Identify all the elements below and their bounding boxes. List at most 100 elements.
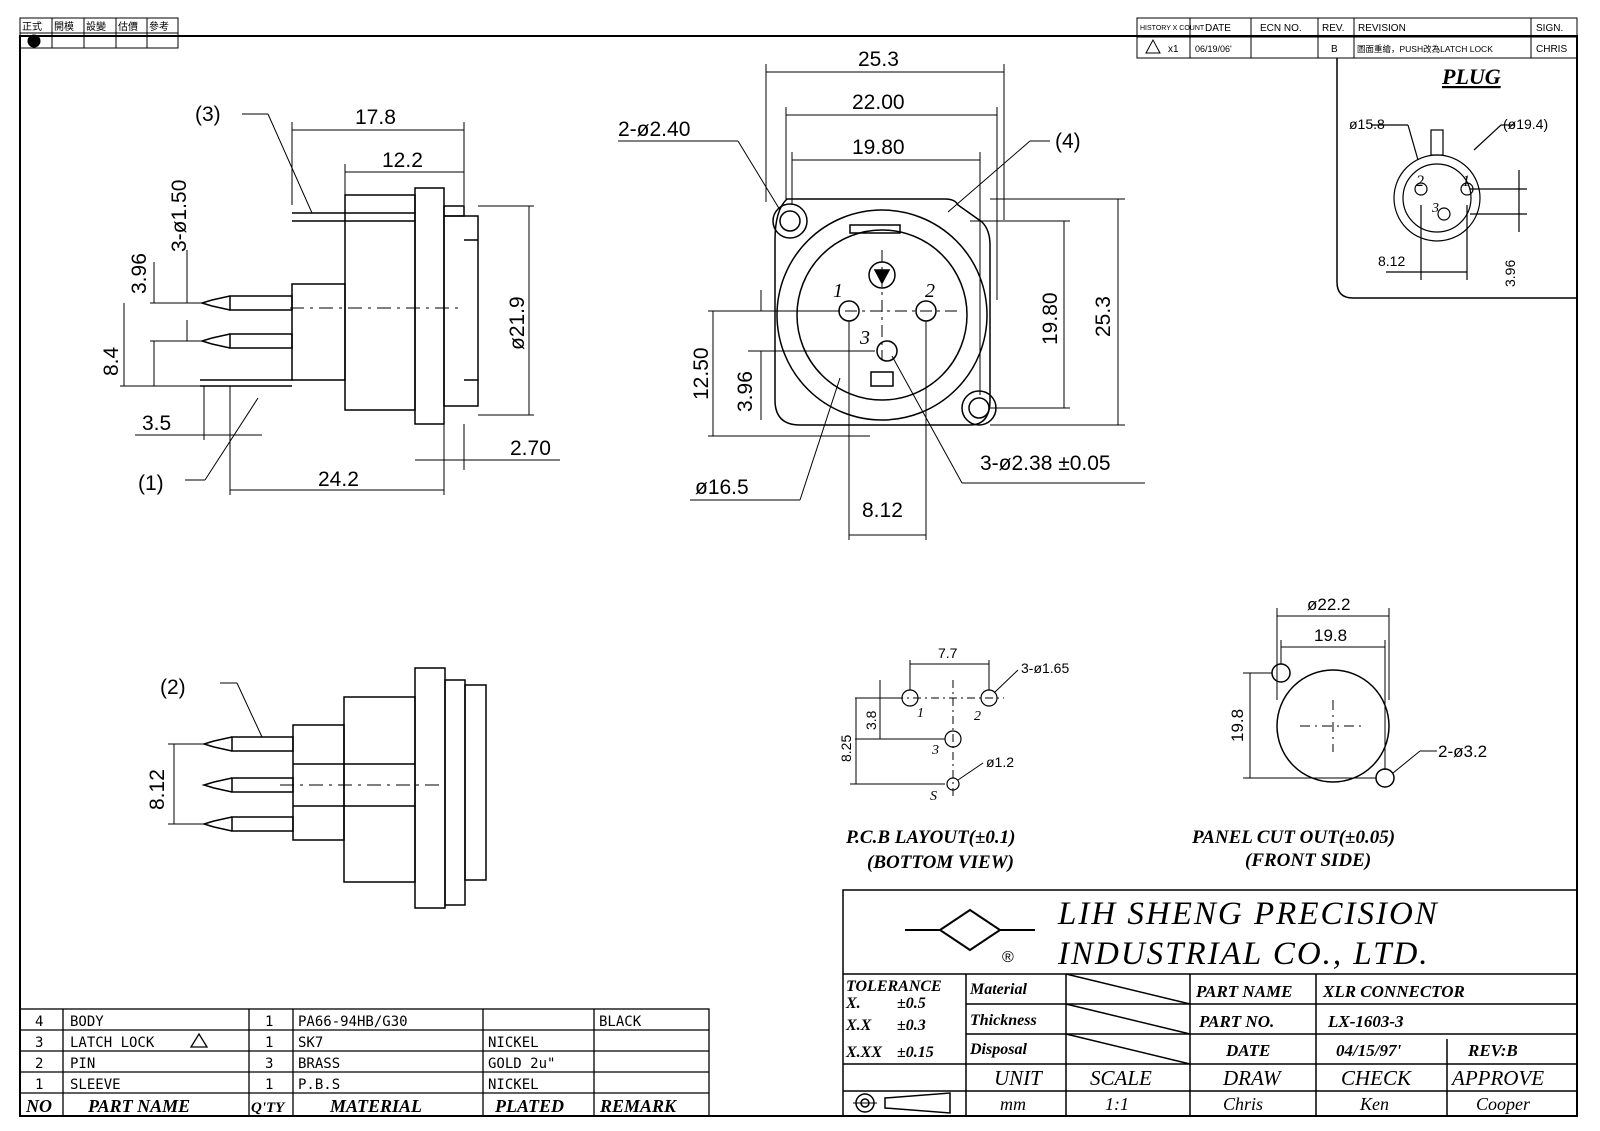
plug-pin-1: 1 bbox=[1462, 173, 1470, 190]
pcb-dim-8-25: 8.25 bbox=[838, 735, 854, 762]
bom-row-3-name: PIN bbox=[70, 1056, 95, 1072]
dim-front-22-00: 22.00 bbox=[852, 91, 905, 114]
tolerance-label: TOLERANCE bbox=[846, 978, 942, 995]
plug-dim-offset: 3.96 bbox=[1502, 260, 1518, 287]
history-header-ecn: ECN NO. bbox=[1260, 23, 1302, 34]
pcb-pin-2: 2 bbox=[974, 709, 981, 724]
bom-row-1-qty: 1 bbox=[265, 1014, 273, 1030]
callout-2: (2) bbox=[160, 676, 186, 699]
bom-row-1-no: 4 bbox=[35, 1014, 43, 1030]
bom-row-2-no: 3 bbox=[35, 1035, 43, 1051]
history-count: x1 bbox=[1168, 44, 1179, 55]
pcb-title: P.C.B LAYOUT(±0.1) bbox=[845, 827, 1015, 848]
dim-front-19-80-side: 19.80 bbox=[1039, 292, 1062, 345]
dim-2-70: 2.70 bbox=[510, 437, 551, 460]
history-header-revision: REVISION bbox=[1358, 23, 1406, 34]
sheet-border bbox=[19, 35, 1578, 1117]
dim-17-8: 17.8 bbox=[355, 106, 396, 129]
plug-pin-2: 2 bbox=[1416, 173, 1424, 190]
plug-title: PLUG bbox=[1441, 64, 1501, 89]
plug-dim-inner: ø15.8 bbox=[1349, 116, 1385, 132]
dim-24-2: 24.2 bbox=[318, 468, 359, 491]
disposal-label: Disposal bbox=[969, 1041, 1027, 1058]
tol-x-val: ±0.5 bbox=[897, 995, 926, 1012]
tol-xxx-val: ±0.15 bbox=[897, 1044, 934, 1061]
history-header-date: DATE bbox=[1205, 23, 1231, 34]
tol-x-key: X. bbox=[845, 995, 861, 1012]
front-pin-2: 2 bbox=[925, 280, 935, 302]
pcb-pin-s: S bbox=[930, 789, 937, 804]
callout-4: (4) bbox=[1055, 130, 1081, 153]
bom-header-qty: Q'TY bbox=[251, 1100, 286, 1116]
bom-row-3-qty: 3 bbox=[265, 1056, 273, 1072]
dim-front-8-12: 8.12 bbox=[862, 499, 903, 522]
pcb-subtitle: (BOTTOM VIEW) bbox=[867, 852, 1014, 873]
bom-header-material: MATERIAL bbox=[329, 1096, 422, 1116]
title-block bbox=[842, 889, 1578, 1117]
panel-dim-19-8: 19.8 bbox=[1314, 626, 1347, 645]
draw-label: DRAW bbox=[1222, 1066, 1283, 1090]
stamp-col-1: 正式 bbox=[22, 20, 42, 33]
front-pin-1: 1 bbox=[833, 280, 843, 302]
bom-row-4-name: SLEEVE bbox=[70, 1077, 121, 1093]
dim-front-19-80: 19.80 bbox=[852, 136, 905, 159]
draw-value: Chris bbox=[1223, 1094, 1263, 1114]
part-no-value: LX-1603-3 bbox=[1327, 1012, 1404, 1031]
bom-row-2-material: SK7 bbox=[298, 1035, 323, 1051]
bottom-view bbox=[168, 667, 487, 909]
company-name-line2: INDUSTRIAL CO., LTD. bbox=[1057, 936, 1430, 972]
plug-view bbox=[1371, 124, 1527, 280]
dim-8-4: 8.4 bbox=[100, 346, 123, 376]
history-table bbox=[1136, 17, 1578, 59]
plug-pin-3: 3 bbox=[1431, 201, 1439, 216]
part-name-value: XLR CONNECTOR bbox=[1322, 982, 1465, 1001]
plug-dim-outer: (ø19.4) bbox=[1503, 116, 1548, 132]
bom-table bbox=[19, 1008, 710, 1117]
panel-title: PANEL CUT OUT(±0.05) bbox=[1191, 827, 1395, 848]
dim-front-holes: 2-ø2.40 bbox=[618, 118, 690, 141]
bom-row-2-qty: 1 bbox=[265, 1035, 273, 1051]
history-header-sign: SIGN. bbox=[1536, 23, 1563, 34]
dim-front-pin-holes: 3-ø2.38 ±0.05 bbox=[980, 452, 1111, 475]
approve-value: Cooper bbox=[1476, 1094, 1531, 1114]
pcb-dim-3-8: 3.8 bbox=[863, 710, 879, 730]
material-label: Material bbox=[969, 981, 1027, 998]
part-no-label: PART NO. bbox=[1198, 1012, 1274, 1031]
history-date: 06/19/06' bbox=[1195, 44, 1232, 54]
panel-dim-holes: 2-ø3.2 bbox=[1438, 742, 1487, 761]
date-value: 04/15/97' bbox=[1336, 1041, 1401, 1060]
company-logo bbox=[938, 908, 1002, 952]
pcb-layout bbox=[850, 660, 1019, 800]
panel-dim-22-2: ø22.2 bbox=[1307, 595, 1350, 614]
thickness-label: Thickness bbox=[970, 1012, 1037, 1029]
history-sign: CHRIS bbox=[1536, 44, 1567, 55]
panel-cutout bbox=[1243, 608, 1437, 788]
callout-3: (3) bbox=[195, 103, 221, 126]
bom-row-4-qty: 1 bbox=[265, 1077, 273, 1093]
panel-dim-19-8-side: 19.8 bbox=[1228, 709, 1247, 742]
approve-label: APPROVE bbox=[1450, 1066, 1544, 1090]
unit-value: mm bbox=[1000, 1094, 1026, 1114]
bom-row-1-material: PA66-94HB/G30 bbox=[298, 1014, 408, 1030]
tol-xx-val: ±0.3 bbox=[897, 1017, 926, 1034]
check-label: CHECK bbox=[1341, 1066, 1412, 1090]
date-label: DATE bbox=[1225, 1041, 1270, 1060]
bom-row-2-plated: NICKEL bbox=[488, 1035, 539, 1051]
bom-row-1-remark: BLACK bbox=[599, 1014, 642, 1030]
stamp-col-2: 開模 bbox=[54, 21, 74, 33]
dim-bottom-8-12: 8.12 bbox=[146, 769, 169, 810]
dim-12-2: 12.2 bbox=[382, 149, 423, 172]
bom-row-3-plated: GOLD 2u" bbox=[488, 1056, 555, 1072]
pcb-pin-1: 1 bbox=[917, 706, 924, 721]
dim-side-3-96: 3.96 bbox=[128, 253, 151, 294]
bom-row-2-name: LATCH LOCK bbox=[70, 1035, 155, 1051]
bom-row-1-name: BODY bbox=[70, 1014, 104, 1030]
history-rev: B bbox=[1331, 44, 1338, 55]
pcb-dim-7-7: 7.7 bbox=[938, 645, 958, 661]
dim-dia-21-9: ø21.9 bbox=[506, 296, 529, 350]
dim-front-25-3: 25.3 bbox=[858, 48, 899, 71]
front-view bbox=[618, 64, 1145, 540]
pcb-dim-s: ø1.2 bbox=[986, 754, 1014, 770]
company-name-line1: LIH SHENG PRECISION bbox=[1057, 896, 1439, 932]
